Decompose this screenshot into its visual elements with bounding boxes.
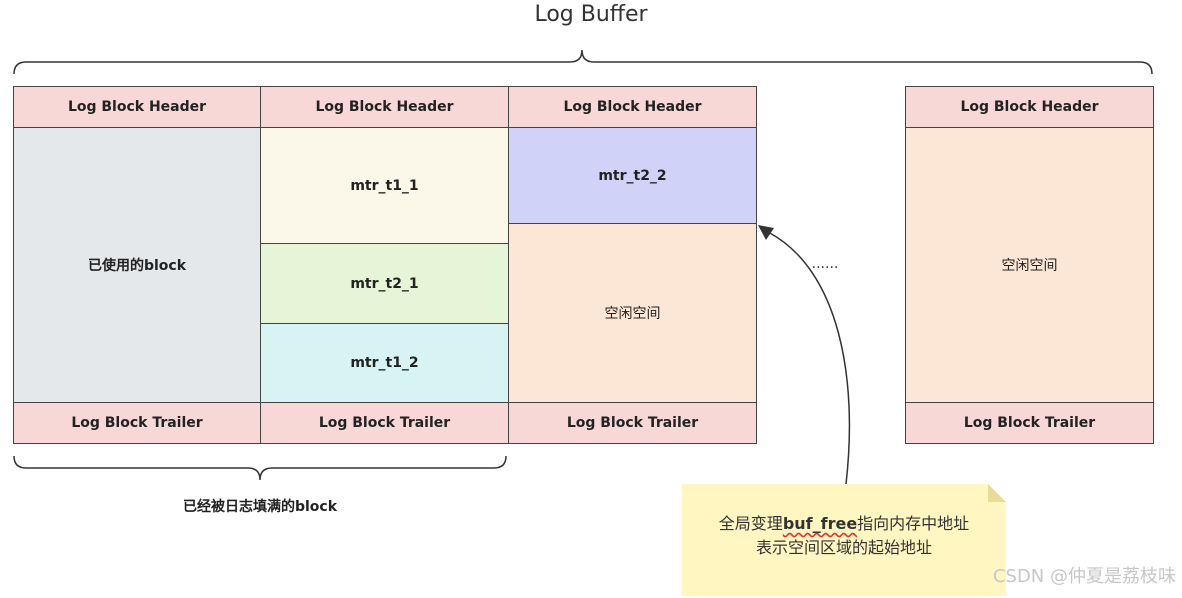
buf-free-arrowhead [758, 225, 774, 240]
block2-header: Log Block Header [260, 86, 509, 128]
block2-mtr-t1-2: mtr_t1_2 [260, 323, 509, 403]
note-line1-suffix: 指向内存中地址 [857, 514, 970, 533]
block3-free-space: 空闲空间 [508, 223, 757, 403]
bottom-brace [13, 455, 507, 481]
block1-header: Log Block Header [13, 86, 261, 128]
block4-trailer: Log Block Trailer [905, 402, 1154, 444]
watermark: CSDN @仲夏是荔枝味 [992, 566, 1176, 587]
top-brace [13, 49, 1153, 75]
block1-trailer: Log Block Trailer [13, 402, 261, 444]
block2-mtr-t2-1: mtr_t2_1 [260, 243, 509, 324]
block3-header: Log Block Header [508, 86, 757, 128]
block3-trailer: Log Block Trailer [508, 402, 757, 444]
block2-trailer: Log Block Trailer [260, 402, 509, 444]
filled-blocks-label: 已经被日志填满的block [182, 499, 338, 515]
note-line-1: 全局变理buf_free指向内存中地址 [682, 512, 1006, 536]
block1-used-area: 已使用的block [13, 127, 261, 403]
block3-mtr-t2-2: mtr_t2_2 [508, 127, 757, 224]
buf-free-arrow [767, 231, 851, 485]
note-shape [682, 484, 1006, 596]
block4-header: Log Block Header [905, 86, 1154, 128]
note-fold [988, 484, 1006, 502]
note-text: 全局变理buf_free指向内存中地址 表示空间区域的起始地址 [682, 512, 1006, 560]
note-line-2: 表示空间区域的起始地址 [755, 538, 932, 557]
ellipsis: ...... [811, 256, 839, 272]
diagram-title: Log Buffer [534, 2, 648, 27]
note-line1-prefix: 全局变理 [718, 514, 783, 533]
block2-mtr-t1-1: mtr_t1_1 [260, 127, 509, 244]
buf-free-variable: buf_free [782, 514, 858, 533]
block4-free-space: 空闲空间 [905, 127, 1154, 403]
